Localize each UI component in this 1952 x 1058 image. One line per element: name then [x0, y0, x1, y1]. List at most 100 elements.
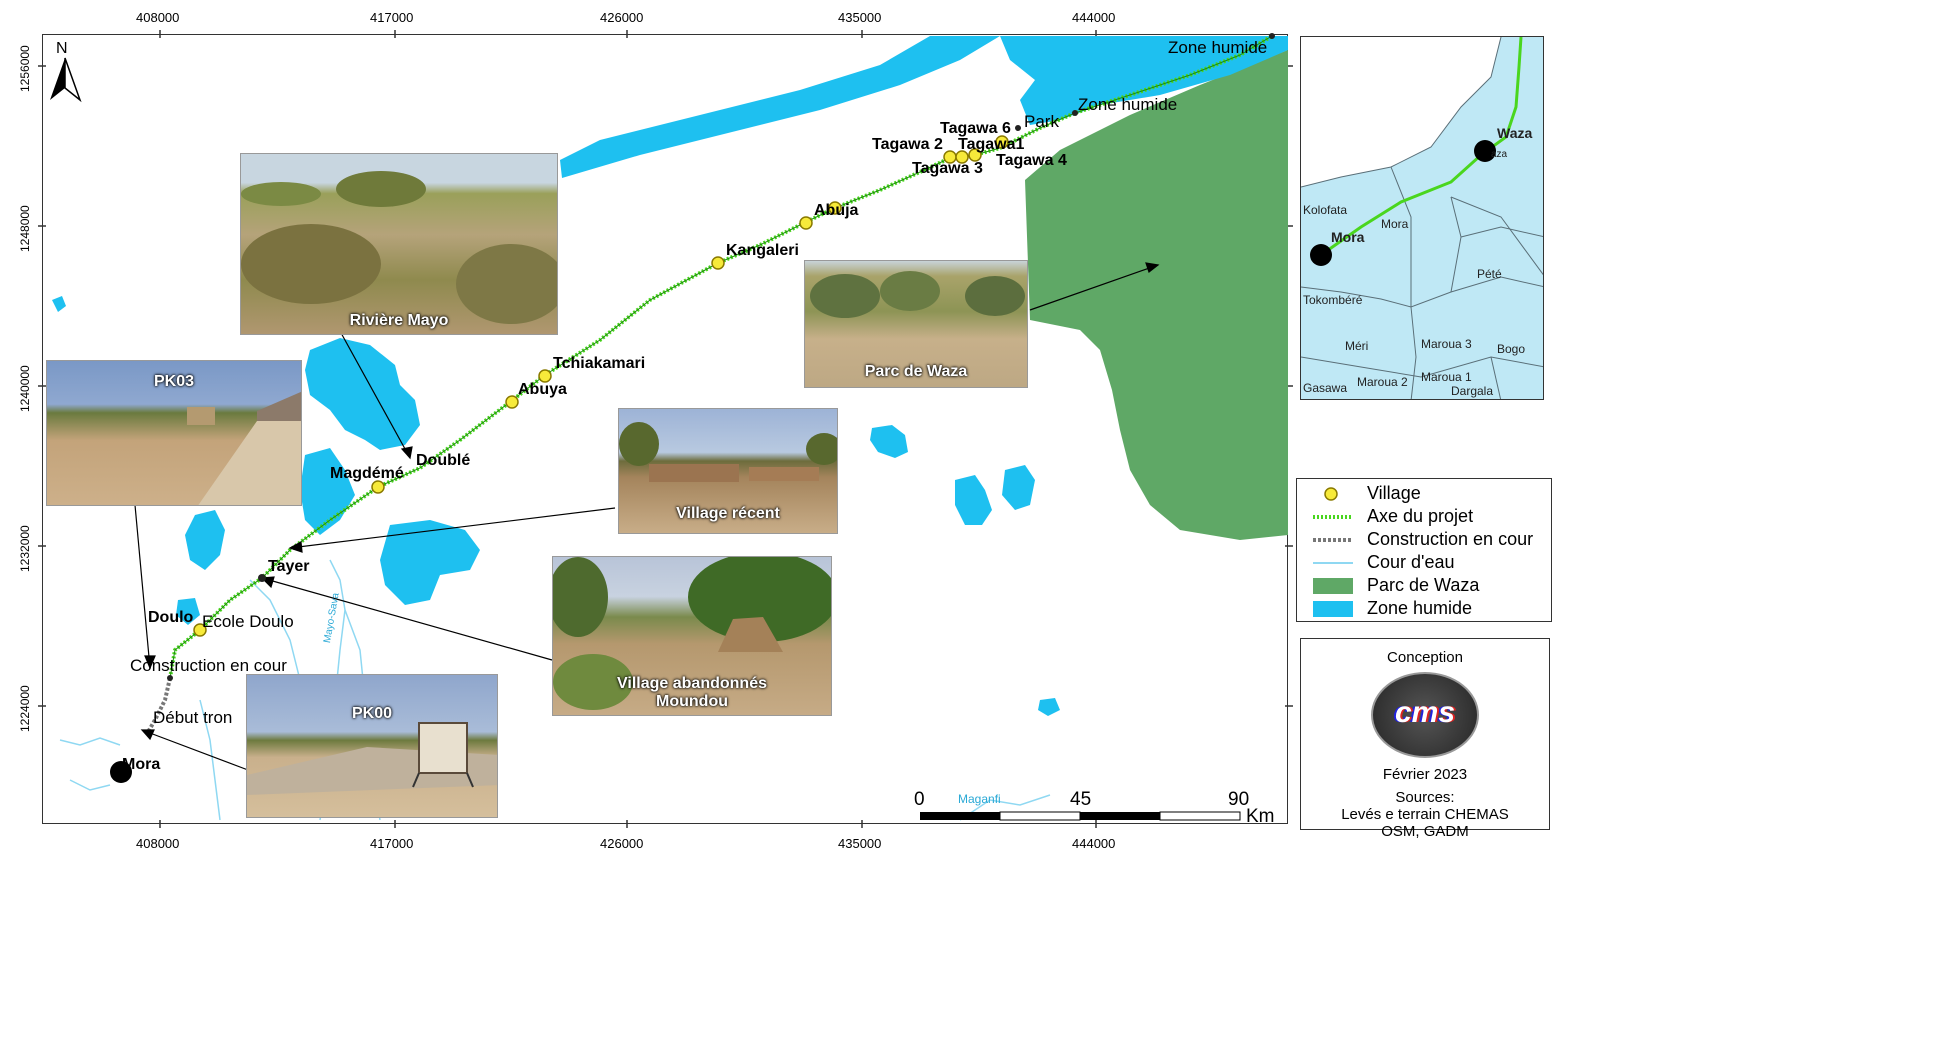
zone-humide-label: Zone humide: [1078, 95, 1178, 114]
water-blob: [52, 296, 66, 312]
construction-label: Construction en cour: [130, 656, 287, 675]
village-label: Tayer: [268, 558, 310, 575]
inset-label: Gasawa: [1303, 381, 1348, 395]
scale-unit: Km: [1246, 806, 1275, 827]
village-marker: [828, 201, 842, 215]
x-tick-top: 426000: [600, 10, 644, 25]
legend-item-construction: Construction en cour: [1313, 529, 1534, 549]
photo-village-recent: Village récent: [618, 408, 838, 534]
parc-de-waza-area: [1025, 50, 1288, 540]
legend-item-village: Village: [1311, 483, 1421, 504]
x-tick-top: 435000: [838, 10, 882, 25]
inset-label: Waza: [1497, 125, 1533, 141]
water-blob: [870, 425, 908, 458]
legend-item-cour-eau: Cour d'eau: [1313, 552, 1455, 572]
cms-logo: cms: [1371, 672, 1479, 758]
inset-label: Maroua 3: [1421, 337, 1472, 351]
inset-label: Maroua 2: [1357, 375, 1408, 389]
village-label: Tagawa 2: [872, 136, 943, 153]
maganfi-label: Maganfi: [958, 792, 1001, 806]
sources-line: Levés e terrain CHEMAS: [1341, 806, 1509, 823]
village-marker: [711, 256, 725, 270]
photo-parc-de-waza: Parc de Waza: [804, 260, 1028, 388]
village-label: Tchiakamari: [553, 355, 646, 372]
village-label: Magdémé: [330, 465, 404, 482]
inset-label: Tokombéré: [1303, 293, 1363, 307]
inset-label: Pété: [1477, 267, 1502, 281]
north-arrow-icon: [50, 57, 82, 103]
x-tick-top: 408000: [136, 10, 180, 25]
debut-troncon-label: Début tron: [153, 708, 233, 727]
sources-line: OSM, GADM: [1381, 823, 1469, 840]
legend-item-parc: Parc de Waza: [1311, 575, 1479, 596]
construction-section: [146, 677, 172, 734]
water-blob: [176, 598, 200, 625]
scale-label: 45: [1070, 789, 1092, 810]
inset-label: Méri: [1345, 339, 1369, 353]
x-tick-bottom: 435000: [838, 836, 882, 851]
photo-caption: Rivière Mayo: [349, 312, 449, 329]
water-blob: [1038, 698, 1060, 716]
photo-village-abandonnes: Village abandonnés Moundou: [552, 556, 832, 716]
x-tick-bottom: 408000: [136, 836, 180, 851]
village-label: Ecole Doulo: [202, 612, 294, 631]
village-label: Kangaleri: [726, 242, 799, 259]
village-marker: [968, 148, 982, 162]
village-marker: [505, 395, 519, 409]
x-tick-bottom: 444000: [1072, 836, 1116, 851]
photo-caption: Village abandonnés: [617, 675, 767, 692]
photo-pk03: PK03: [46, 360, 302, 506]
village-label: Tagawa 3: [912, 160, 983, 177]
village-marker: [193, 623, 207, 637]
water-blob: [1002, 465, 1035, 510]
zone-humide-top-right: [1000, 36, 1288, 125]
inset-map-frame: Waza aza Kolofata Mora Mora Pété Tokombé…: [1300, 36, 1544, 400]
x-tick-top: 417000: [370, 10, 414, 25]
inset-label: Kolofata: [1303, 203, 1348, 217]
photo-caption: Parc de Waza: [864, 363, 968, 380]
zone-humide-band: [560, 36, 1000, 178]
village-marker: [538, 369, 552, 383]
sources-title: Sources:: [1395, 789, 1455, 806]
water-blob: [185, 510, 225, 570]
village-label: Abuja: [814, 202, 859, 219]
legend-item-axe: Axe du projet: [1313, 506, 1474, 526]
inset-label: Maroua 1: [1421, 370, 1472, 384]
legend-item-zone-humide: Zone humide: [1311, 598, 1472, 619]
village-label: Tagawa1: [958, 136, 1025, 153]
scale-bar: [920, 811, 1241, 821]
conception-label: Conception: [1387, 649, 1463, 666]
inset-label: aza: [1491, 149, 1508, 160]
village-label: Tagawa 4: [996, 152, 1067, 169]
credit-date: Février 2023: [1382, 766, 1468, 783]
park-label: Park: [1024, 112, 1059, 131]
x-tick-top: 444000: [1072, 10, 1116, 25]
water-blob: [380, 520, 480, 605]
inset-label: Mora: [1381, 217, 1409, 231]
village-label: Abuya: [518, 381, 567, 398]
inset-label: Dargala: [1451, 384, 1494, 398]
credits-box: Conception cms Février 2023 Sources: Lev…: [1300, 638, 1550, 840]
inset-label: Mora: [1331, 229, 1365, 245]
scale-label: 90: [1228, 789, 1250, 810]
village-marker: [799, 216, 813, 230]
photo-caption: PK00: [351, 705, 393, 722]
photo-pk00: PK00: [246, 674, 498, 818]
legend-box: Village Axe du projet Construction en co…: [1296, 478, 1552, 622]
photo-riviere-mayo: Rivière Mayo: [240, 153, 558, 335]
zone-humide-label: Zone humide: [1168, 38, 1268, 57]
village-label: Doublé: [416, 452, 471, 469]
village-label: Tagawa 6: [940, 120, 1011, 137]
village-marker: [995, 135, 1009, 149]
village-marker: [371, 480, 385, 494]
village-label: Doulo: [148, 609, 194, 626]
water-blob: [305, 338, 420, 450]
scale-label: 0: [914, 789, 925, 810]
north-label: N: [56, 40, 68, 57]
inset-label: Bogo: [1497, 342, 1526, 356]
village-label: Mora: [122, 756, 161, 773]
village-marker: [955, 150, 969, 164]
photo-caption: Village récent: [676, 505, 780, 522]
photo-caption: Moundou: [656, 693, 728, 710]
